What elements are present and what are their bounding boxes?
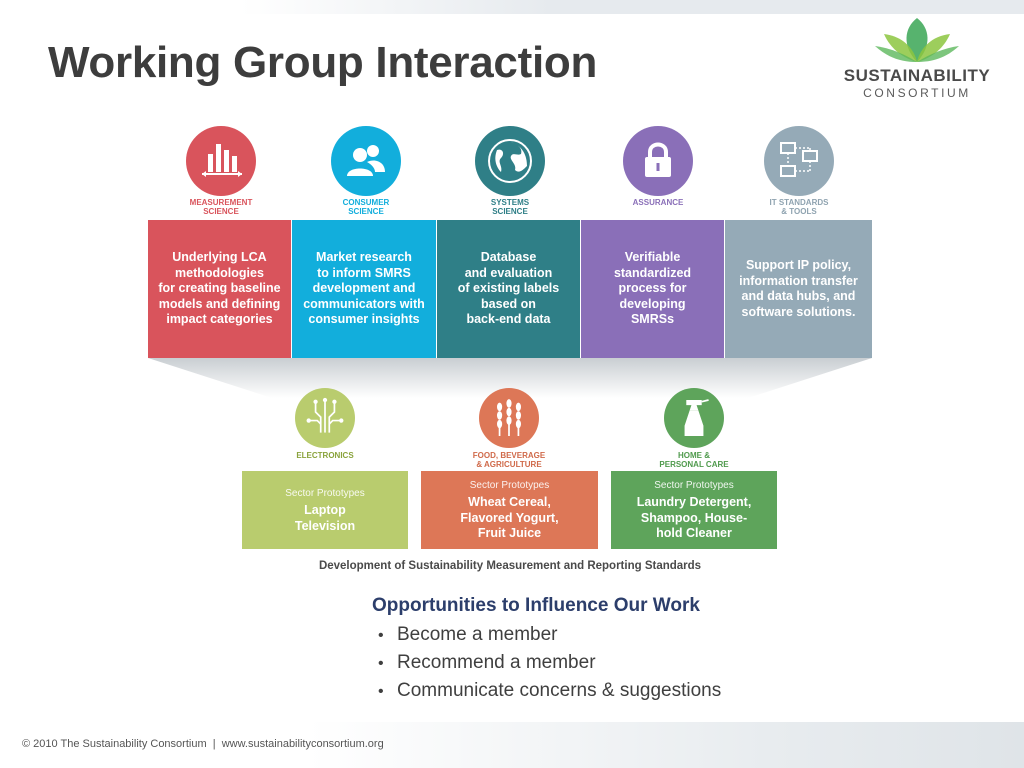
bullet: • [378,655,384,672]
slide-title: Working Group Interaction [48,38,598,87]
wheat-icon [497,399,521,436]
list-item: • Communicate concerns & suggestions [372,677,721,705]
bullet: • [378,627,384,644]
home-personal-care-circle [664,388,724,448]
sector-prototype-items: Laptop Television [294,503,356,533]
consumer-science-box: Market research to inform SMRS developme… [292,220,436,358]
logo-wordmark-line2: CONSORTIUM [863,86,971,100]
lotus-leaf-icon [875,18,959,62]
home-personal-care-label: HOME &PERSONAL CARE [659,451,729,469]
consumer-science-circle [331,126,401,196]
development-caption: Development of Sustainability Measuremen… [318,560,702,572]
assurance-box: Verifiable standardized process for deve… [581,220,724,358]
people-icon [347,145,385,176]
sustainability-consortium-logo: SUSTAINABILITY CONSORTIUM [842,14,992,104]
electronics-circle [295,388,355,448]
systems-science-circle [475,126,545,196]
bullet: • [378,683,384,700]
list-item: • Recommend a member [372,649,721,677]
footer-band [0,722,1024,768]
list-item-text: Become a member [397,624,558,645]
assurance-circle [623,126,693,196]
lock-icon [645,142,671,177]
sector-prototype-items: Wheat Cereal, Flavored Yogurt, Fruit Jui… [460,495,559,540]
list-item-text: Communicate concerns & suggestions [397,680,722,701]
top-shade [240,0,1024,14]
food-beverage-circle [479,388,539,448]
food-beverage-label: FOOD, BEVERAGE& AGRICULTURE [472,451,546,469]
it-standards-box: Support IP policy, information transfer … [725,220,872,358]
opportunities-list: • Become a member • Recommend a member • Co… [372,621,721,705]
sector-prototypes-caption: Sector Prototypes [285,488,365,499]
list-item-text: Recommend a member [397,652,596,673]
sector-prototypes-caption: Sector Prototypes [469,480,550,491]
it-standards-label: IT STANDARDS& TOOLS [769,198,829,216]
spray-bottle-icon [684,399,709,436]
systems-science-box: Database and evaluation of existing labe… [437,220,580,358]
opportunities-heading: Opportunities to Influence Our Work [372,595,700,616]
logo-wordmark-line1: SUSTAINABILITY [843,66,991,85]
circuit-icon [306,397,344,433]
list-item: • Become a member [372,621,721,649]
opportunities-section: Opportunities to Influence Our Work • Bec… [372,594,721,705]
sector-prototype-items: Laundry Detergent, Shampoo, House- hold … [636,495,752,540]
measurement-science-box: Underlying LCA methodologies for creatin… [148,220,291,358]
network-icon [780,142,818,177]
electronics-label: ELECTRONICS [296,451,354,460]
globe-icon [488,139,532,183]
footer-copyright: © 2010 The Sustainability Consortium | w… [22,738,384,750]
bar-chart-icon [202,144,242,177]
home-personal-care-box: Sector Prototypes Laundry Detergent, Sha… [611,471,777,549]
electronics-box: Sector Prototypes Laptop Television [242,471,408,549]
it-standards-circle [764,126,834,196]
sector-prototypes-caption: Sector Prototypes [654,480,734,491]
assurance-label: ASSURANCE [632,198,684,207]
measurement-science-circle [186,126,256,196]
food-beverage-box: Sector Prototypes Wheat Cereal, Flavored… [421,471,598,549]
